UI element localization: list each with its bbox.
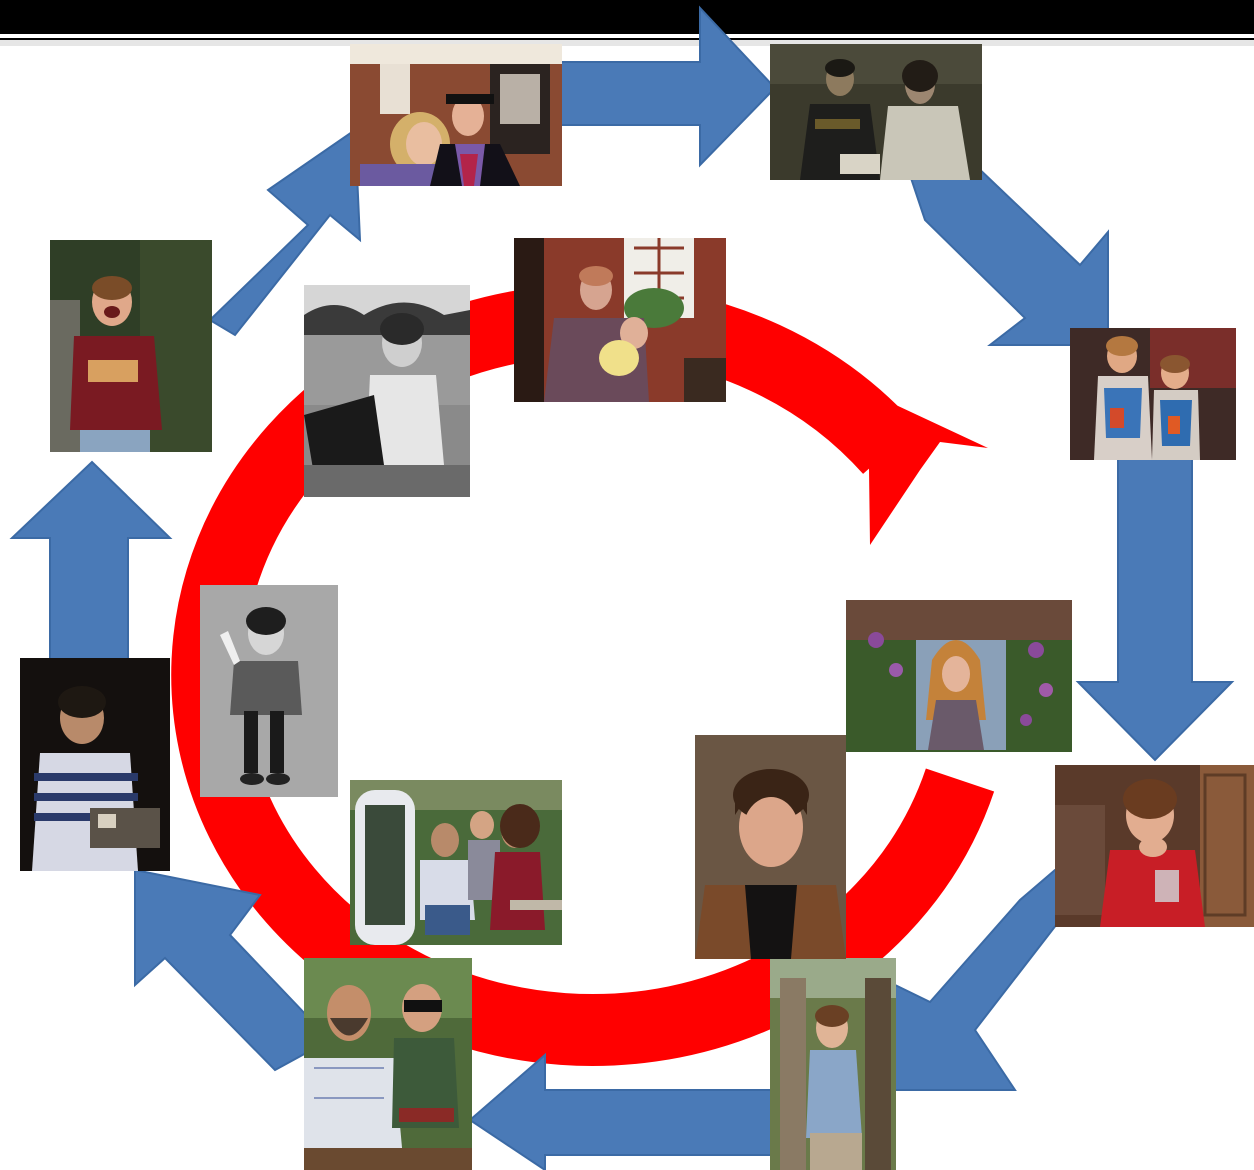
header-rule [0, 38, 1254, 46]
grandmother-child-photo [514, 238, 726, 402]
boy-dark-room-photo [20, 658, 170, 871]
child-on-rocking-horse-photo [304, 285, 470, 497]
teen-portrait-photo [695, 735, 846, 959]
outer-arrow-bottom [468, 1052, 791, 1170]
outer-arrow-right [1075, 454, 1235, 762]
family-telephone-booth-photo [350, 780, 562, 945]
two-men-sofa-photo [770, 44, 982, 180]
child-at-gate-photo [770, 958, 896, 1170]
long-hair-garden-photo [846, 600, 1072, 752]
header-bar [0, 0, 1254, 34]
father-child-sunglasses-photo [304, 958, 472, 1170]
outer-arrow-top [559, 5, 777, 168]
outer-arrow-bottom-left [134, 868, 332, 1072]
graduation-photo [350, 44, 562, 186]
two-boys-photo [1070, 328, 1236, 460]
toddler-standing-photo [200, 585, 338, 797]
outer-arrow-left [9, 460, 173, 661]
outer-arrow-top-right [908, 163, 1109, 346]
boy-laughing-hedge-photo [50, 240, 212, 452]
inner-cycle-arrowhead [868, 392, 988, 545]
child-drinking-photo [1055, 765, 1254, 927]
